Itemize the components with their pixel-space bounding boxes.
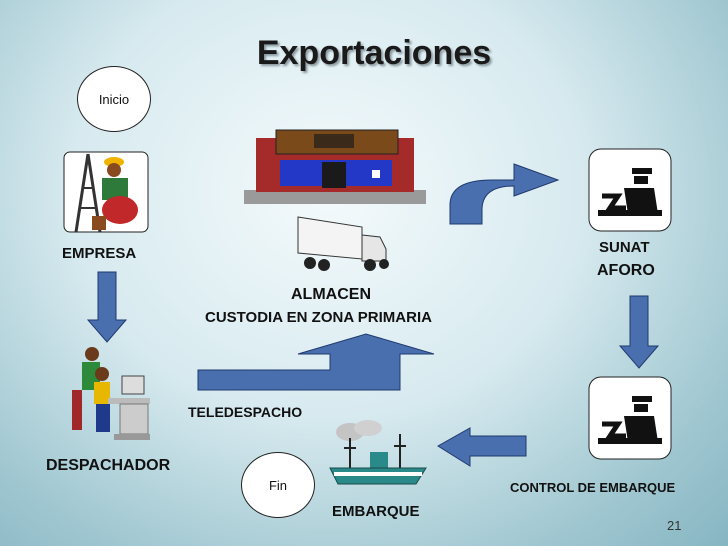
page-number: 21 (667, 518, 682, 533)
customs-officer-icon (588, 376, 672, 460)
despachador-label: DESPACHADOR (46, 457, 171, 474)
control-embarque-label: CONTROL DE EMBARQUE (510, 480, 676, 495)
office-workers-icon (72, 347, 150, 440)
embarque-label: EMBARQUE (332, 503, 420, 520)
arrow-almacen-to-sunat (449, 163, 560, 225)
worker-icon (63, 151, 149, 233)
customs-officer-icon (588, 148, 672, 232)
page-title: Exportaciones (256, 34, 492, 72)
start-label: Inicio (98, 91, 130, 107)
end-node: Fin (241, 452, 315, 518)
start-node: Inicio (77, 66, 151, 132)
arrow-teledespacho (197, 333, 435, 391)
truck-icon (297, 216, 389, 271)
empresa-label: EMPRESA (62, 245, 137, 262)
sunat-label: SUNAT (599, 239, 650, 256)
custodia-label: CUSTODIA EN ZONA PRIMARIA (205, 309, 432, 326)
aforo-label: AFORO (597, 262, 655, 279)
arrow-sunat-to-control (618, 295, 660, 369)
almacen-label: ALMACEN (291, 286, 371, 303)
arrow-empresa-to-despachador (86, 271, 128, 343)
warehouse-icon (244, 129, 426, 204)
arrow-control-to-embarque (437, 427, 527, 467)
teledespacho-label: TELEDESPACHO (188, 404, 303, 420)
ship-icon (329, 420, 427, 485)
end-label: Fin (268, 477, 288, 493)
